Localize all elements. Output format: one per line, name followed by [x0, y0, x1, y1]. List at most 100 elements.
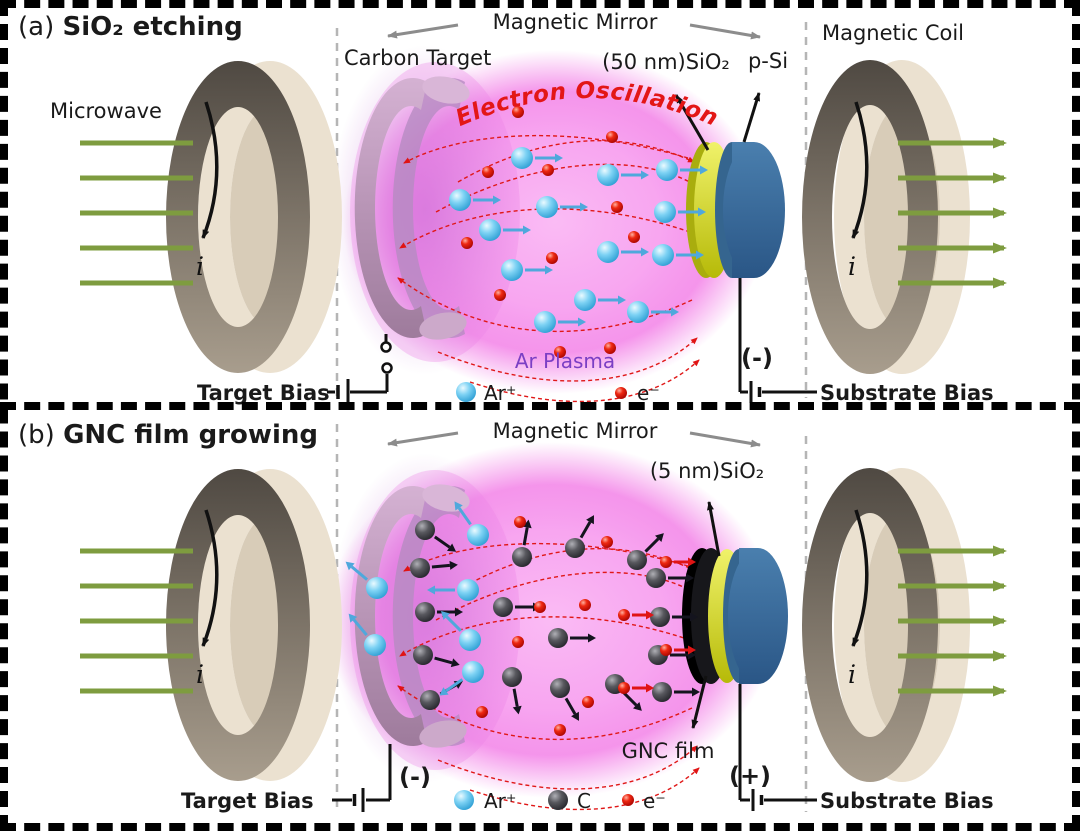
ar-ion-particle	[597, 164, 649, 186]
ar-ion-particle	[427, 579, 479, 601]
p-si-pointer-arrow	[742, 92, 761, 143]
substrate-polarity-a: (-)	[741, 344, 773, 372]
substrate-bias-circuit-a	[738, 278, 817, 403]
label-arrows-b	[691, 501, 721, 729]
ar-ion-particle	[501, 259, 553, 281]
carbon-atom-particle	[565, 515, 594, 558]
electron-particle	[546, 252, 558, 264]
panel-b-title: (b) GNC film growing	[18, 420, 318, 450]
plasma-particles-b	[345, 501, 700, 736]
sio2-label-b: (5 nm)SiO₂	[649, 459, 765, 483]
electron-particle	[618, 682, 654, 694]
plasma-particles-a	[449, 106, 708, 358]
coil-current-label: i	[848, 660, 856, 689]
panel-divider	[0, 402, 1080, 410]
target-bias-circuit-a	[327, 334, 393, 405]
coil-current-label: i	[196, 660, 204, 689]
panel-a-graphics: Electron Oscillation	[80, 22, 1004, 405]
electron-particle	[660, 556, 696, 568]
label-arrows-a	[674, 92, 761, 151]
substrate-bias-label-b: Substrate Bias	[820, 789, 994, 813]
sio2-label-a: (50 nm)SiO₂	[602, 50, 730, 74]
legend-e-label-b: e⁻	[643, 789, 666, 813]
carbon-atom-particle	[410, 558, 458, 578]
electron-particle	[611, 201, 623, 213]
target-bias-label-a: Target Bias	[197, 381, 330, 405]
target-bias-label-b: Target Bias	[181, 789, 314, 813]
electron-icon	[622, 794, 634, 806]
electron-particle	[494, 289, 506, 301]
carbon-atom-particle	[502, 667, 522, 715]
si-wafer	[728, 548, 788, 684]
electron-particle	[628, 231, 640, 243]
electron-particle	[579, 599, 591, 611]
electron-particle	[514, 516, 526, 528]
ar-ion-particle	[536, 196, 588, 218]
electron-icon	[615, 387, 627, 399]
ar-ion-particle	[454, 501, 489, 546]
sio2-pointer-arrow	[707, 501, 721, 557]
legend-e-label-a: e⁻	[637, 381, 660, 405]
electron-particle	[534, 601, 546, 613]
electron-particle	[512, 636, 524, 648]
carbon-atom-particle	[646, 568, 694, 588]
target-bias-circuit-b	[332, 744, 392, 812]
p-si-wafer	[723, 142, 785, 278]
ar-ion-particle	[627, 301, 679, 323]
carbon-atom-particle	[512, 519, 532, 567]
carbon-atom-particle	[627, 533, 664, 570]
ar-ion-particle	[656, 159, 708, 181]
electron-particle	[512, 106, 524, 118]
electron-particle	[606, 131, 618, 143]
panel-a-title: (a) SiO₂ etching	[18, 12, 243, 42]
sio2-pointer-arrow	[674, 94, 710, 151]
electron-particle	[542, 164, 554, 176]
ar-ion-particle	[439, 661, 484, 696]
electron-particle	[476, 706, 488, 718]
gnc-film-pointer-arrow	[691, 675, 708, 729]
open-switch-contact	[380, 341, 392, 353]
panel-b-graphics	[80, 424, 1004, 812]
ar-ion-particle	[654, 201, 706, 223]
target-polarity-b: (-)	[399, 763, 431, 791]
electron-particle	[482, 166, 494, 178]
magnetic-mirror-label-a: Magnetic Mirror	[492, 10, 658, 34]
p-si-label: p-Si	[747, 49, 789, 73]
carbon-atom-particle	[415, 602, 463, 622]
ar-ion-icon	[456, 382, 476, 402]
carbon-atom-particle	[548, 628, 596, 648]
panel-a-title-text: SiO₂ etching	[62, 12, 243, 42]
legend-c-label-b: C	[577, 789, 591, 813]
electron-particle	[604, 342, 616, 354]
legend-ar-label-b: Ar⁺	[484, 789, 517, 813]
magnetic-coil-label: Magnetic Coil	[821, 21, 965, 45]
ar-ion-particle	[348, 613, 386, 656]
ar-ion-particle	[597, 241, 649, 263]
ar-ion-particle	[574, 289, 626, 311]
microwave-label: Microwave	[50, 99, 162, 123]
ar-ion-particle	[511, 147, 563, 169]
electron-particle	[618, 609, 654, 621]
panel-b-tag: (b)	[18, 420, 55, 450]
panel-a-tag: (a)	[18, 12, 55, 42]
panel-b-title-text: GNC film growing	[63, 420, 318, 450]
electron-particle	[461, 237, 473, 249]
ar-ion-particle	[441, 611, 481, 651]
carbon-atom-particle	[415, 520, 457, 552]
electron-particle	[554, 724, 566, 736]
substrate-polarity-b: (+)	[728, 762, 772, 790]
carbon-atom-particle	[413, 645, 460, 668]
ar-ion-particle	[534, 311, 586, 333]
carbon-atom-icon	[548, 790, 568, 810]
legend-ar-label-a: Ar⁺	[484, 381, 517, 405]
substrate-bias-label-a: Substrate Bias	[820, 381, 994, 405]
ar-ion-particle	[449, 189, 501, 211]
carbon-atom-particle	[652, 682, 700, 702]
ar-ion-particle	[345, 561, 388, 599]
electron-particle	[660, 644, 696, 656]
electron-particle	[601, 536, 613, 548]
ar-ion-particle	[652, 244, 704, 266]
carbon-atom-particle	[550, 678, 579, 721]
